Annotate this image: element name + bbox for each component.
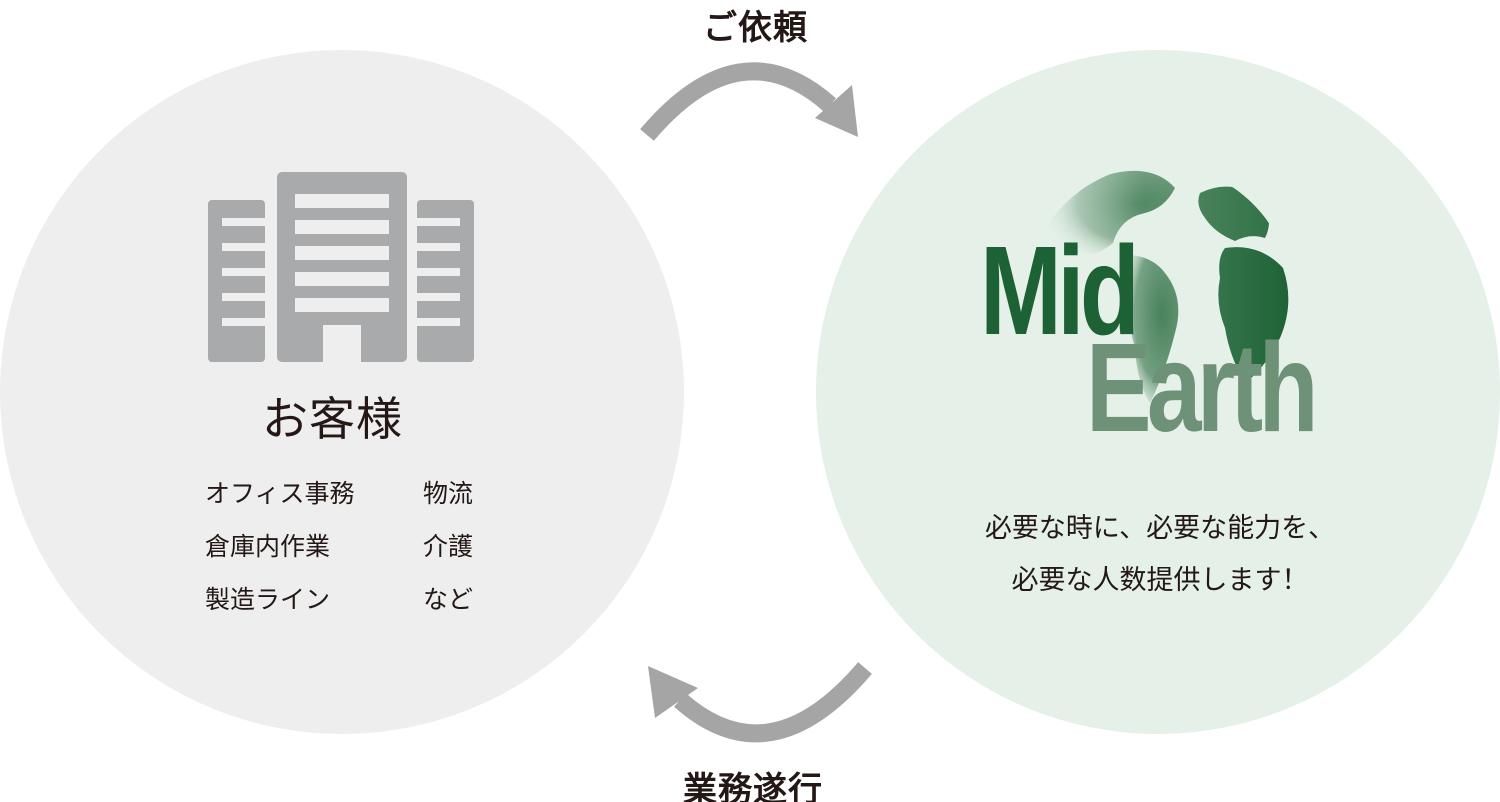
tagline-line: 必要な人数提供します！	[1011, 565, 1309, 596]
service-item: 製造ライン	[205, 585, 331, 614]
company-tagline: 必要な時に、必要な能力を、 必要な人数提供します！	[940, 503, 1380, 607]
logo-text-earth: Earth	[1086, 317, 1319, 458]
service-item: 物流	[423, 479, 474, 508]
service-list: オフィス事務 物流 倉庫内作業 介護 製造ライン など	[205, 476, 495, 618]
service-item: など	[423, 585, 474, 614]
building-icon	[208, 172, 474, 365]
service-item: 介護	[423, 532, 474, 561]
client-circle	[0, 50, 684, 734]
request-arrow-icon	[640, 62, 858, 141]
execution-label: 業務遂行	[683, 770, 823, 802]
tagline-line: 必要な時に、必要な能力を、	[984, 513, 1336, 544]
logo-text-mid: Mid	[980, 220, 1140, 361]
service-item: オフィス事務	[205, 479, 355, 508]
request-label: ご依頼	[703, 8, 808, 48]
execution-arrow-icon	[648, 662, 872, 743]
client-title: お客様	[262, 392, 403, 446]
globe-icon	[1026, 165, 1292, 431]
service-item: 倉庫内作業	[205, 532, 331, 561]
